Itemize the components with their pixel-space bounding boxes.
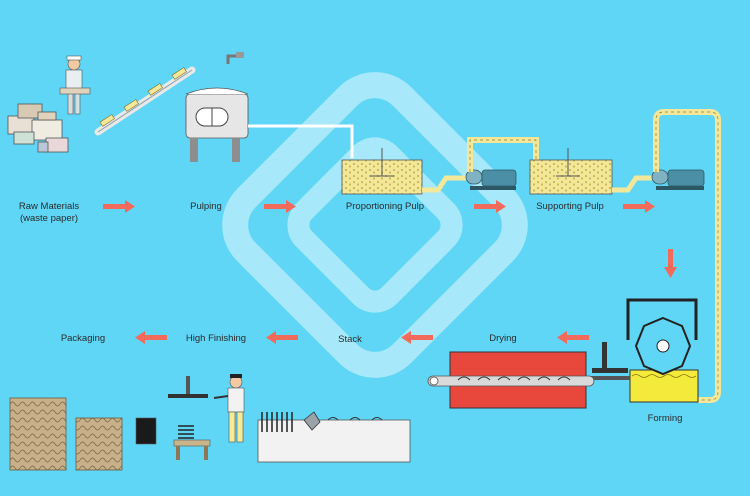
label-packaging: Packaging bbox=[60, 333, 106, 344]
label-stack: Stack bbox=[338, 334, 362, 345]
arrow-right-icon bbox=[623, 200, 655, 213]
drying-line-icon bbox=[427, 351, 595, 409]
finishing-press-icon bbox=[168, 376, 211, 460]
label-pulping: Pulping bbox=[190, 201, 222, 212]
label-raw-materials: Raw Materials (waste paper) bbox=[18, 201, 80, 224]
pulp-pipe-1 bbox=[248, 124, 354, 158]
label-drying: Drying bbox=[489, 333, 517, 344]
waste-paper-bundles-icon bbox=[7, 103, 69, 153]
pump-icon bbox=[465, 169, 517, 190]
label-supporting-pulp: Supporting Pulp bbox=[536, 201, 604, 212]
arrow-left-icon bbox=[401, 331, 433, 344]
arrow-right-icon bbox=[474, 200, 506, 213]
label-proportioning-pulp: Proportioning Pulp bbox=[345, 201, 425, 212]
pulp-pipe-2 bbox=[422, 175, 470, 193]
arrow-down-icon bbox=[664, 249, 677, 278]
flow-arrows bbox=[103, 200, 677, 344]
arrow-right-icon bbox=[103, 200, 135, 213]
packed-carton-icon bbox=[135, 417, 157, 445]
arrow-left-icon bbox=[266, 331, 298, 344]
worker-icon bbox=[59, 55, 91, 115]
worker-icon bbox=[213, 374, 245, 443]
conveyor-icon bbox=[94, 66, 196, 136]
pulp-pipe-4 bbox=[612, 175, 656, 193]
label-high-finishing: High Finishing bbox=[185, 333, 247, 344]
arrow-right-icon bbox=[264, 200, 296, 213]
supporting-tank-icon bbox=[529, 148, 613, 195]
proportioning-tank-icon bbox=[341, 148, 423, 195]
arrow-left-icon bbox=[557, 331, 589, 344]
pump-icon bbox=[651, 169, 705, 190]
hot-press-icon bbox=[257, 411, 411, 463]
arrow-left-icon bbox=[135, 331, 167, 344]
forming-drum-icon bbox=[626, 298, 699, 403]
label-forming: Forming bbox=[647, 413, 683, 424]
transfer-arm-icon bbox=[590, 342, 630, 380]
egg-tray-stack-icon bbox=[9, 397, 123, 471]
pulper-tank-icon bbox=[185, 52, 249, 162]
